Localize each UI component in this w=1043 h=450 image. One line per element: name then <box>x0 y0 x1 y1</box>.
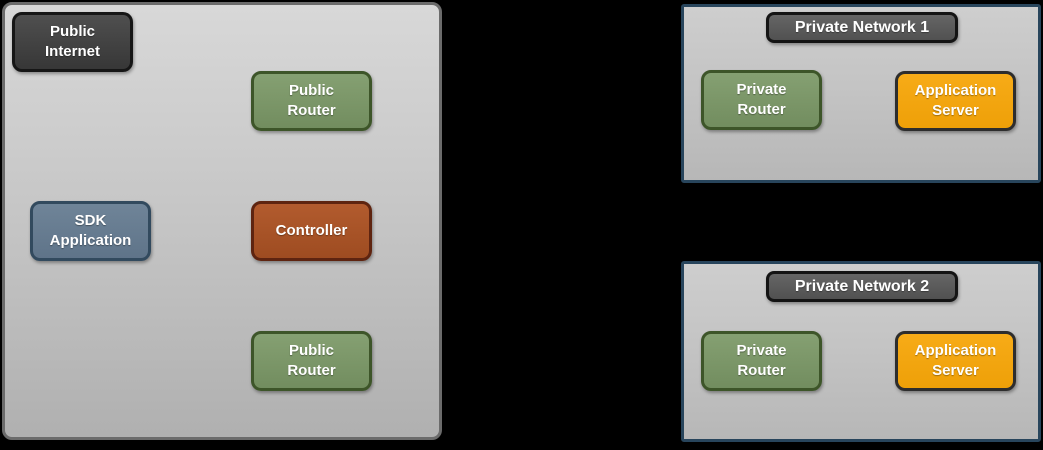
node-label: Application Server <box>914 82 997 119</box>
node-controller: Controller <box>251 201 372 261</box>
public-cloud-container: Public Internet Public Router SDK Applic… <box>2 2 442 440</box>
node-label: Public Internet <box>44 23 100 60</box>
private-network-1-title: Private Network 1 <box>766 12 958 43</box>
private-network-2-title: Private Network 2 <box>766 271 958 302</box>
node-label: Private Router <box>736 342 787 379</box>
node-application-server-1: Application Server <box>895 71 1016 131</box>
node-public-router-top: Public Router <box>251 71 372 131</box>
node-label: Application Server <box>914 342 997 379</box>
node-label: Private Router <box>736 81 787 118</box>
title-label: Private Network 1 <box>794 18 930 36</box>
node-application-server-2: Application Server <box>895 331 1016 391</box>
node-public-internet: Public Internet <box>12 12 133 72</box>
node-label: Controller <box>275 222 348 239</box>
private-network-2-container: Private Network 2 Private Router Applica… <box>681 261 1041 442</box>
node-label: Public Router <box>287 342 336 379</box>
node-sdk-application: SDK Application <box>30 201 151 261</box>
node-private-router-1: Private Router <box>701 70 822 130</box>
node-label: SDK Application <box>49 212 132 249</box>
private-network-1-container: Private Network 1 Private Router Applica… <box>681 4 1041 183</box>
node-label: Public Router <box>287 82 336 119</box>
title-label: Private Network 2 <box>794 277 930 295</box>
node-public-router-bottom: Public Router <box>251 331 372 391</box>
node-private-router-2: Private Router <box>701 331 822 391</box>
